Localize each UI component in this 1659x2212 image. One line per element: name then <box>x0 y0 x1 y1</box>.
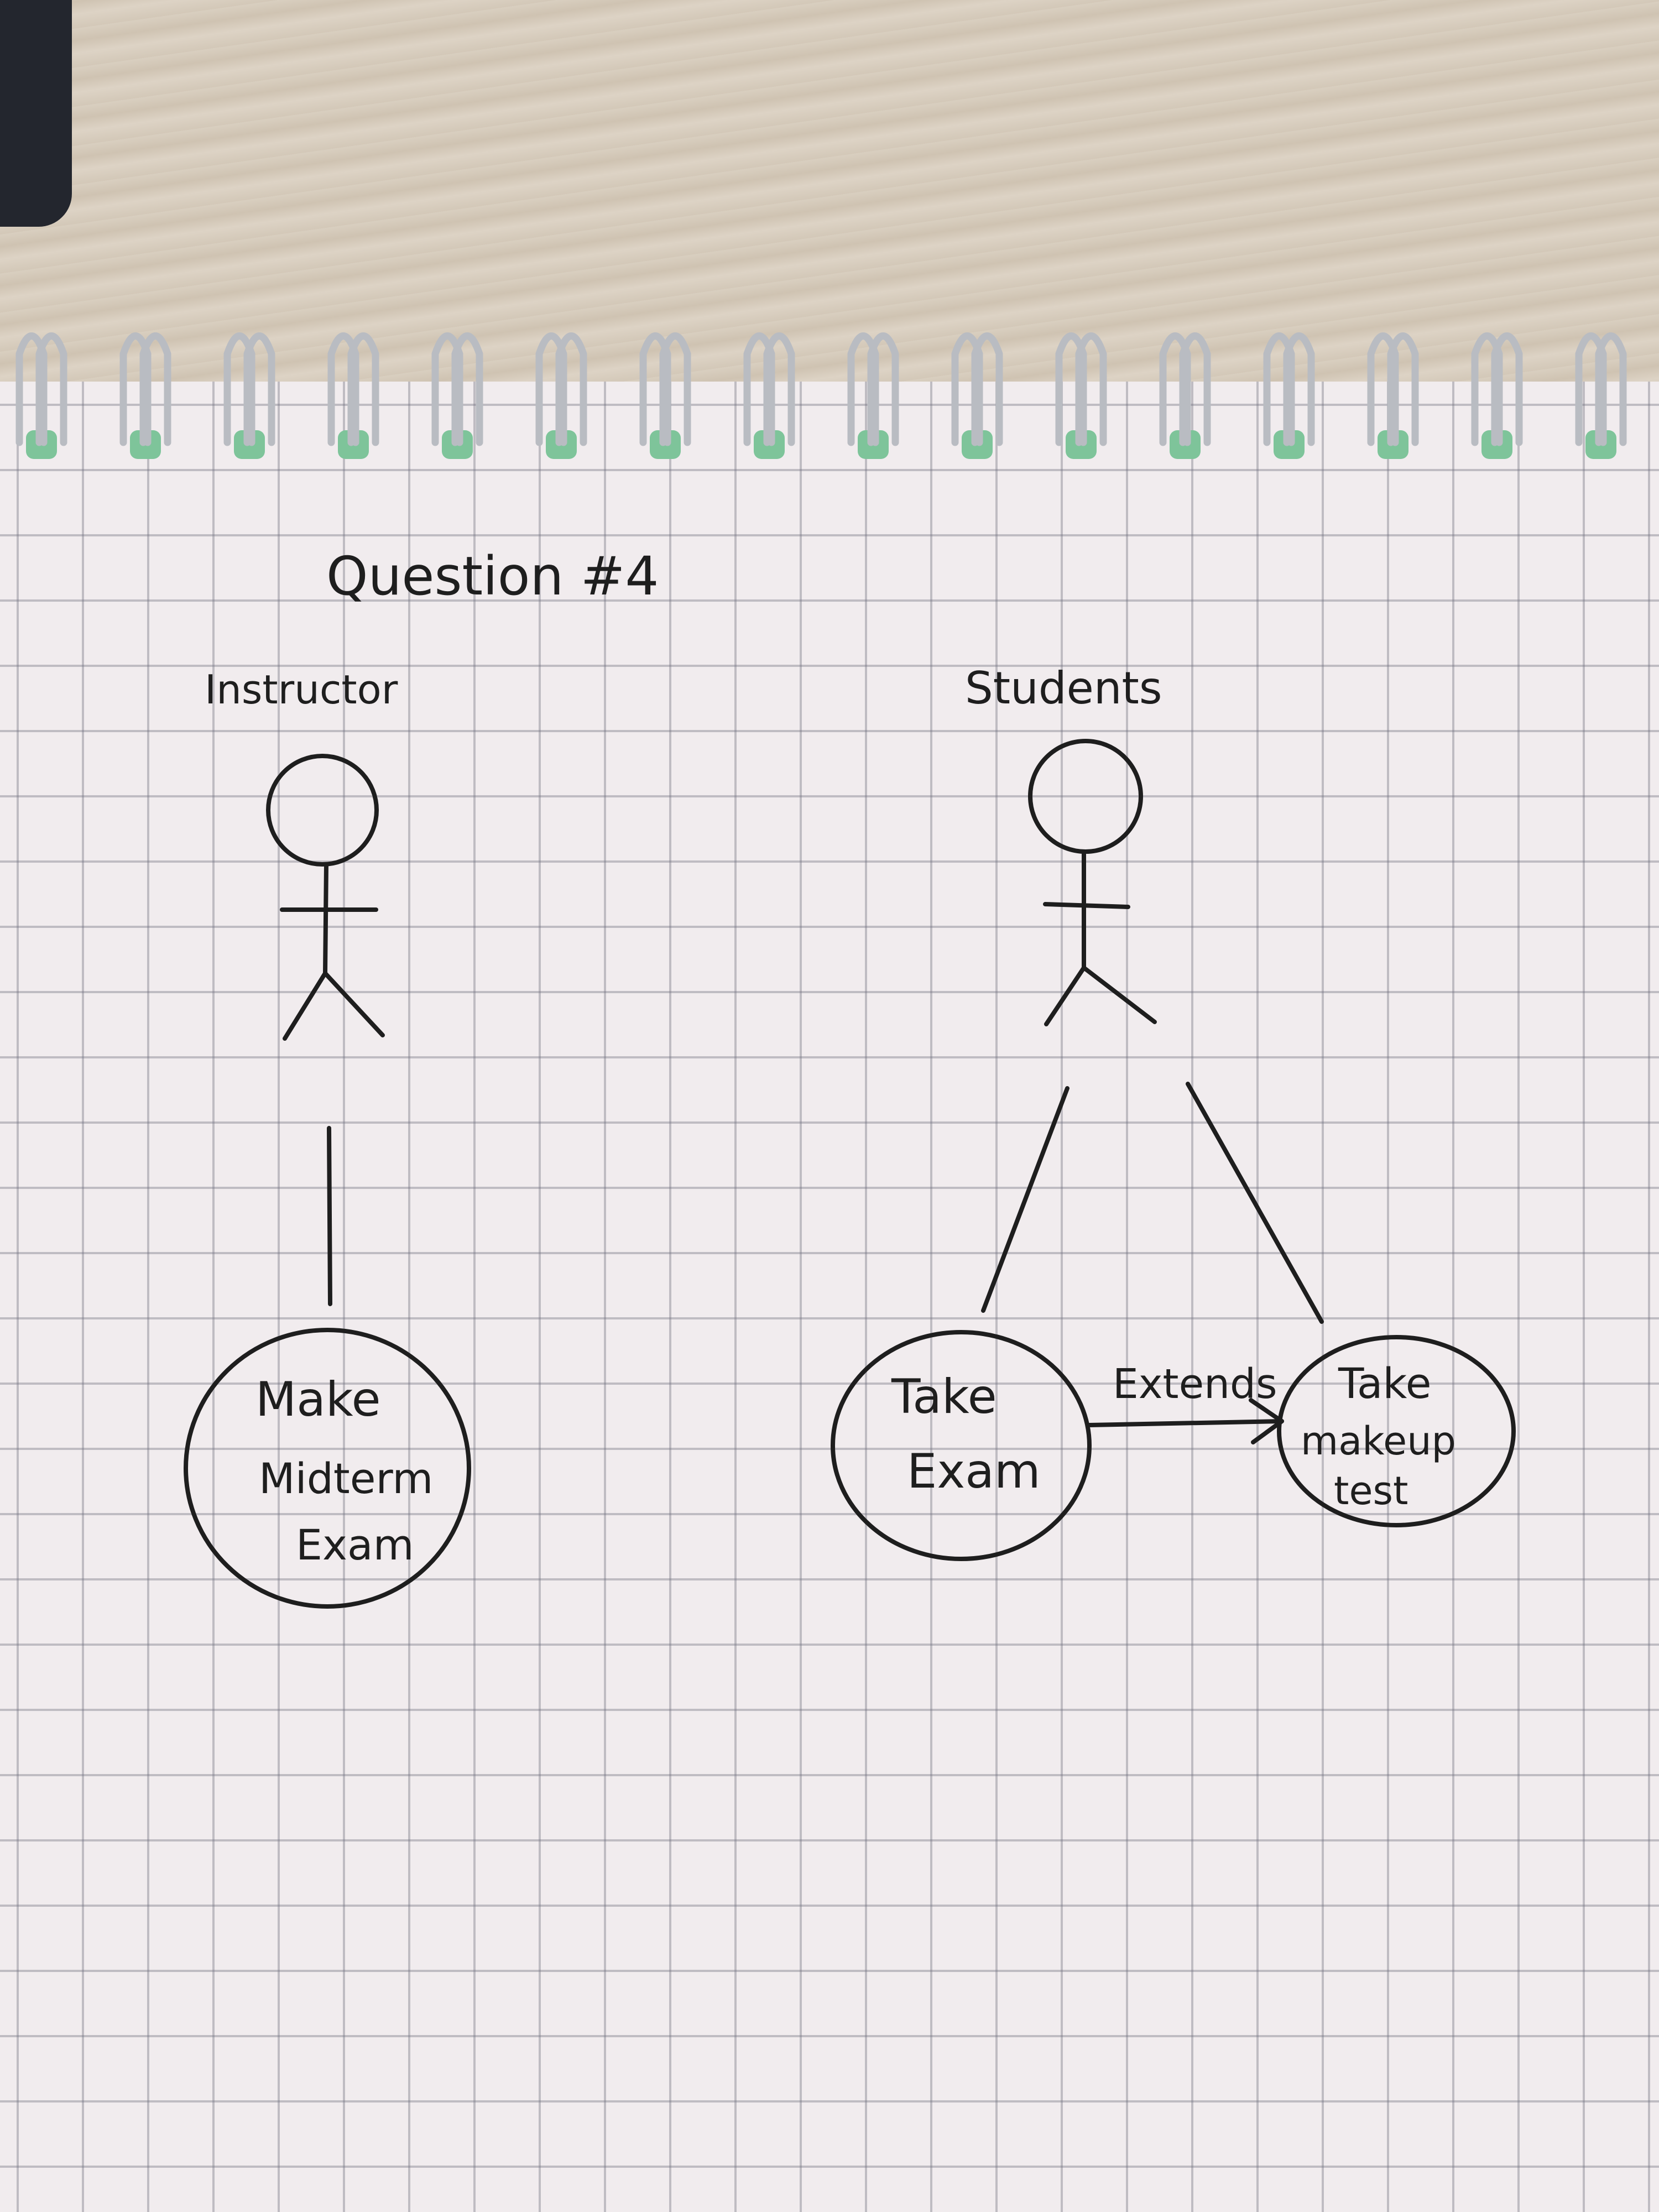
use-case-ellipse <box>1277 1335 1516 1527</box>
spiral-ring <box>451 332 483 446</box>
spiral-ring <box>971 332 1003 446</box>
use-case-text-line: Midterm <box>259 1454 433 1503</box>
spiral-ring <box>659 332 691 446</box>
use-case-make-midterm-exam: Make Midterm Exam <box>184 1328 471 1609</box>
spiral-ring <box>1595 332 1627 446</box>
spiral-ring <box>243 332 275 446</box>
notebook-spiral-binding <box>15 332 1627 459</box>
use-case-text-line: Make <box>255 1372 381 1427</box>
extends-label: Extends <box>1113 1360 1277 1408</box>
spiral-ring <box>347 332 379 446</box>
actor-label-instructor: Instructor <box>205 666 398 713</box>
use-case-take-exam: Take Exam <box>831 1330 1092 1561</box>
use-case-text-line: Exam <box>296 1520 414 1569</box>
spiral-ring <box>763 332 795 446</box>
instructor-head <box>266 754 379 867</box>
spiral-ring <box>35 332 67 446</box>
use-case-text-line: test <box>1334 1468 1408 1514</box>
spiral-ring <box>867 332 899 446</box>
instructor-body <box>323 862 328 975</box>
wooden-desk-background <box>0 0 1659 387</box>
students-right-leg <box>1082 966 1157 1024</box>
students-left-leg <box>1044 966 1086 1026</box>
actor-label-students: Students <box>965 662 1162 714</box>
use-case-take-makeup-test: Take makeup test <box>1277 1335 1516 1527</box>
association-students-take-exam <box>981 1086 1070 1313</box>
instructor-right-leg <box>323 971 385 1037</box>
use-case-text-line: Exam <box>907 1444 1041 1499</box>
extends-arrow-line <box>1087 1419 1284 1427</box>
grid-notebook-page <box>0 382 1659 2212</box>
students-arms <box>1043 902 1130 909</box>
spiral-ring <box>1075 332 1107 446</box>
spiral-ring <box>139 332 171 446</box>
spiral-ring <box>555 332 587 446</box>
diagram-title: Question #4 <box>326 545 659 607</box>
dark-object-on-desk <box>0 0 72 227</box>
spiral-ring <box>1491 332 1523 446</box>
students-actor-figure <box>1028 739 1157 1026</box>
use-case-text-line: Take <box>891 1369 997 1425</box>
extends-relationship-arrow <box>1087 1398 1284 1444</box>
instructor-actor-figure <box>266 754 385 1041</box>
spiral-ring <box>1387 332 1419 446</box>
instructor-left-leg <box>283 971 327 1041</box>
association-students-take-makeup-test <box>1186 1082 1324 1324</box>
students-head <box>1028 739 1143 854</box>
spiral-ring <box>1283 332 1315 446</box>
use-case-ellipse <box>184 1328 471 1609</box>
spiral-ring <box>1179 332 1211 446</box>
extends-arrowhead <box>1249 1398 1284 1444</box>
association-instructor-make-midterm-exam <box>327 1126 332 1306</box>
use-case-text-line: Take <box>1338 1359 1431 1408</box>
use-case-ellipse <box>831 1330 1092 1561</box>
use-case-text-line: makeup <box>1301 1418 1456 1464</box>
